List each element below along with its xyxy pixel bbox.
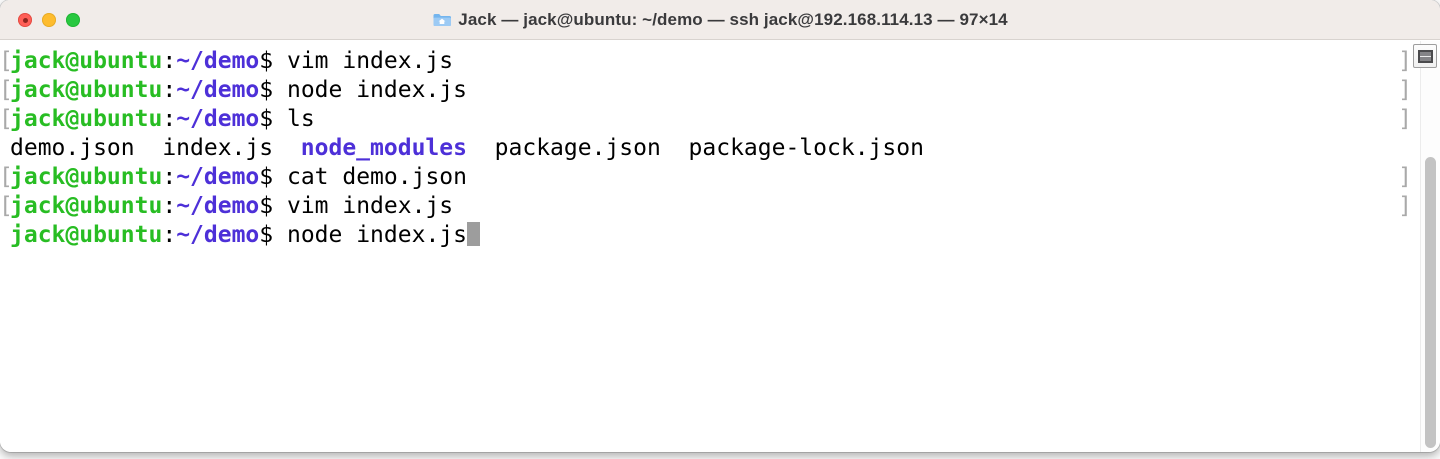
terminal-text: $ node index.js [259,77,467,103]
prompt-user-host: jack@ubuntu [10,193,163,219]
prompt-path: ~/demo [176,164,260,190]
mark-bracket-right: ] [1398,106,1412,132]
terminal-text: $ cat demo.json [259,164,467,190]
home-folder-icon[interactable] [432,12,452,28]
terminal-content[interactable]: [jack@ubuntu:~/demo$ vim index.js][jack@… [0,41,1420,452]
mark-bracket-right: ] [1398,77,1412,103]
terminal-text: : [162,77,177,103]
terminal-text: package.json package-lock.json [466,135,924,161]
terminal-line: [jack@ubuntu:~/demo$ vim index.js] [0,47,1420,76]
edited-indicator-icon [22,17,28,23]
terminal-line: [jack@ubuntu:~/demo$ vim index.js] [0,192,1420,221]
prompt-path: ~/demo [176,222,260,248]
prompt-user-host: jack@ubuntu [10,77,163,103]
terminal-cursor [467,222,480,246]
terminal-text: : [162,48,177,74]
terminal-text: $ vim index.js [259,193,454,219]
title-group: Jack — jack@ubuntu: ~/demo — ssh jack@19… [432,9,1008,30]
prompt-user-host: jack@ubuntu [10,164,163,190]
terminal-line: demo.json index.js node_modules package.… [0,134,1420,163]
terminal-text: : [162,164,177,190]
scrollbar-track[interactable] [1420,41,1440,452]
prompt-path: ~/demo [176,77,260,103]
directory-name: node_modules [300,135,467,161]
window-title: Jack — jack@ubuntu: ~/demo — ssh jack@19… [458,9,1008,29]
prompt-user-host: jack@ubuntu [10,222,163,248]
terminal-text: $ node index.js [259,222,467,248]
terminal-line: [jack@ubuntu:~/demo$ node index.js] [0,76,1420,105]
terminal-text: demo.json index.js [10,135,301,161]
mark-bracket-left: [ [0,106,13,132]
mark-bracket-right: ] [1398,164,1412,190]
mark-bracket-right: ] [1398,193,1412,219]
mark-bracket-left: [ [0,193,13,219]
close-button[interactable] [18,13,32,27]
title-bar[interactable]: Jack — jack@ubuntu: ~/demo — ssh jack@19… [0,0,1440,40]
split-pane-button[interactable] [1413,44,1437,68]
mark-bracket-right: ] [1398,48,1412,74]
terminal-line: [jack@ubuntu:~/demo$ ls] [0,105,1420,134]
terminal-text: : [162,222,177,248]
terminal-line: jack@ubuntu:~/demo$ node index.js [0,221,1420,250]
terminal-text: : [162,193,177,219]
prompt-user-host: jack@ubuntu [10,106,163,132]
minimize-button[interactable] [42,13,56,27]
mark-bracket-left: [ [0,77,13,103]
mark-bracket-left: [ [0,164,13,190]
terminal-text: $ vim index.js [259,48,454,74]
traffic-lights [18,0,80,40]
prompt-path: ~/demo [176,106,260,132]
prompt-path: ~/demo [176,48,260,74]
mark-bracket-left: [ [0,48,13,74]
terminal-line: [jack@ubuntu:~/demo$ cat demo.json] [0,163,1420,192]
zoom-button[interactable] [66,13,80,27]
scrollbar-thumb[interactable] [1425,157,1436,448]
prompt-user-host: jack@ubuntu [10,48,163,74]
terminal-text: : [162,106,177,132]
split-pane-icon [1417,49,1433,63]
terminal-lines: [jack@ubuntu:~/demo$ vim index.js][jack@… [0,47,1420,250]
prompt-path: ~/demo [176,193,260,219]
terminal-text: $ ls [259,106,315,132]
